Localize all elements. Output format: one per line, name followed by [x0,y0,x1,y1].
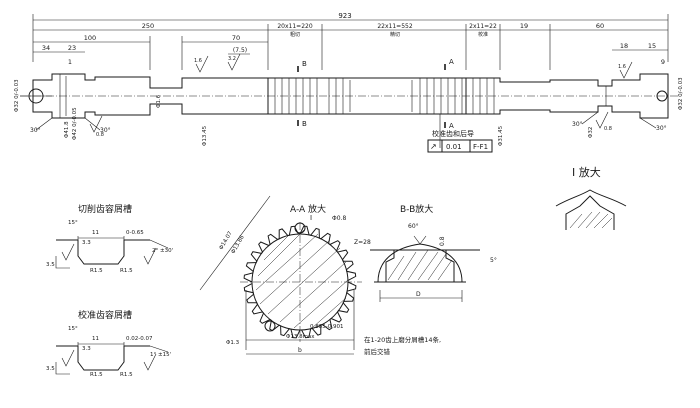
angle-left-1: 30° [30,127,41,134]
dim-2x11: 2x11=22 [469,23,497,30]
section-aa-dim-inner: Φ13.86 [231,234,246,255]
svg-text:A: A [449,58,454,66]
section-bb-note-1: 在1-20齿上磨分屑槽14条, [364,335,441,344]
section-aa-r08: Φ0.8 [332,215,346,222]
dim-70: 70 [232,34,240,42]
svg-text:3.2: 3.2 [228,56,236,62]
svg-text:R1.5: R1.5 [120,268,133,274]
detail-i-title: I 放大 [572,165,601,179]
svg-text:1.6: 1.6 [194,58,202,64]
dia-right-end: Φ32 0/-0.03 [678,77,684,110]
dim-100: 100 [84,34,96,42]
svg-text:0.8: 0.8 [604,126,612,132]
tolerance-frame: ↗ 0.01 F-F1 [427,139,493,153]
shaft-view: 923 250 20x11=220 粗切 22x11=552 精切 2x11=2… [14,12,684,153]
roughness-mark-3: 1.6 [618,61,633,79]
svg-text:R1.5: R1.5 [90,268,103,274]
dim-9: 9 [661,58,665,66]
zone-rough: 粗切 [290,31,300,38]
section-aa-hatch [255,229,349,329]
dim-60: 60 [596,22,604,30]
roughness-mark-5: 0.8 [89,115,104,138]
svg-text:0.8: 0.8 [96,132,104,138]
svg-text:↗: ↗ [430,142,437,151]
svg-text:15°: 15° [68,326,78,332]
zone-calib: 校准 [478,31,488,38]
svg-text:2° ±30': 2° ±30' [152,248,173,254]
detail-i: I 放大 [555,165,627,230]
svg-text:11: 11 [92,230,99,236]
dia-left-body: Φ42 0/-0.05 [72,107,78,140]
section-bb-title: B-B放大 [400,203,433,215]
section-aa-label-i: I [310,214,312,222]
section-bb-hatch [387,249,453,281]
svg-text:B: B [302,60,307,68]
dia-right-body: Φ31.45 [498,125,504,146]
section-marker-b-left: B B [297,60,307,128]
dim-15: 15 [648,42,656,50]
svg-text:0.02-0.07: 0.02-0.07 [126,336,153,342]
dia-mid-body: Φ13.45 [202,125,208,146]
dim-1: 1 [68,58,72,66]
svg-text:R1.5: R1.5 [120,372,133,378]
angle-right-2: 30° [656,125,667,132]
teeth-calib [472,78,495,114]
groove-cut-detail: 切削齿容屑槽 15° 11 0-0.65 2° ±30' 3.5 R1.5 R1… [46,203,173,274]
angle-left-2: 30° [100,127,111,134]
dim-22x11: 22x11=552 [377,23,412,30]
roughness-mark-4: 0.8 [595,111,612,132]
teeth-finish [328,78,463,114]
section-aa-dim-13: Φ1.3 [226,340,240,346]
section-bb-slope: 5° [490,257,497,264]
svg-text:A: A [449,122,454,130]
section-bb-r: 0.8 [439,236,446,246]
svg-text:3.5: 3.5 [46,366,55,372]
section-bb: B-B放大 60° 0.8 5° D 在1-20齿上磨分屑槽14条, 前后交错 [364,203,497,356]
groove-calib-title: 校准齿容屑槽 [78,309,132,321]
dia-right-neck: Φ32 [588,127,594,138]
svg-text:3.3: 3.3 [82,240,91,246]
section-aa-title: A-A 放大 [290,203,326,215]
svg-text:0.01: 0.01 [446,143,462,151]
svg-text:3.3: 3.3 [82,346,91,352]
dim-7-5: (7.5) [233,47,247,54]
dia-left-end: Φ32 0/-0.03 [14,79,20,112]
tolerance-note: 校准齿和后导 [432,129,474,138]
svg-text:0-0.65: 0-0.65 [126,230,144,236]
svg-text:1° ±15': 1° ±15' [150,352,171,358]
dim-overall: 923 [338,12,351,20]
section-aa-dim-mid: 0.885-0.901 [310,324,343,330]
section-marker-a-right: A A [444,58,454,130]
svg-text:B: B [302,120,307,128]
svg-text:F-F1: F-F1 [473,143,488,151]
angle-right-1: 30° [572,121,583,128]
groove-calib-detail: 校准齿容屑槽 15° 11 0.02-0.07 1° ±15' 3.5 R1.5… [46,309,171,378]
section-bb-angle: 60° [408,223,419,230]
roughness-mark-1: 1.6 [194,55,209,73]
zone-finish: 精切 [390,31,400,38]
section-aa: A-A 放大 I Φ0.8 Z=28 Φ14.07 Φ13.86 Φ13.8ma… [199,195,371,355]
svg-text:R1.5: R1.5 [90,372,103,378]
svg-text:3.5: 3.5 [46,262,55,268]
svg-text:1.6: 1.6 [618,64,626,70]
groove-cut-title: 切削齿容屑槽 [78,203,132,215]
dia-bore: Φ1.6 [156,94,162,108]
dim-250: 250 [142,22,154,30]
roughness-mark-2: 3.2 [227,53,241,71]
dim-18: 18 [620,42,628,50]
teeth-rough [274,78,318,114]
svg-text:11: 11 [92,336,99,342]
section-aa-dim-tip: Φ13.8max [286,334,315,340]
dim-19: 19 [520,22,528,30]
svg-text:15°: 15° [68,220,78,226]
section-aa-z: Z=28 [354,239,371,246]
dim-20x11: 20x11=220 [277,23,312,30]
dim-34: 34 [42,44,50,52]
section-aa-b: b [298,347,302,354]
dim-23: 23 [68,44,76,52]
section-bb-note-2: 前后交错 [364,347,391,356]
dia-left-neck: Φ41.8 [64,121,70,138]
section-bb-d: D [416,291,421,298]
